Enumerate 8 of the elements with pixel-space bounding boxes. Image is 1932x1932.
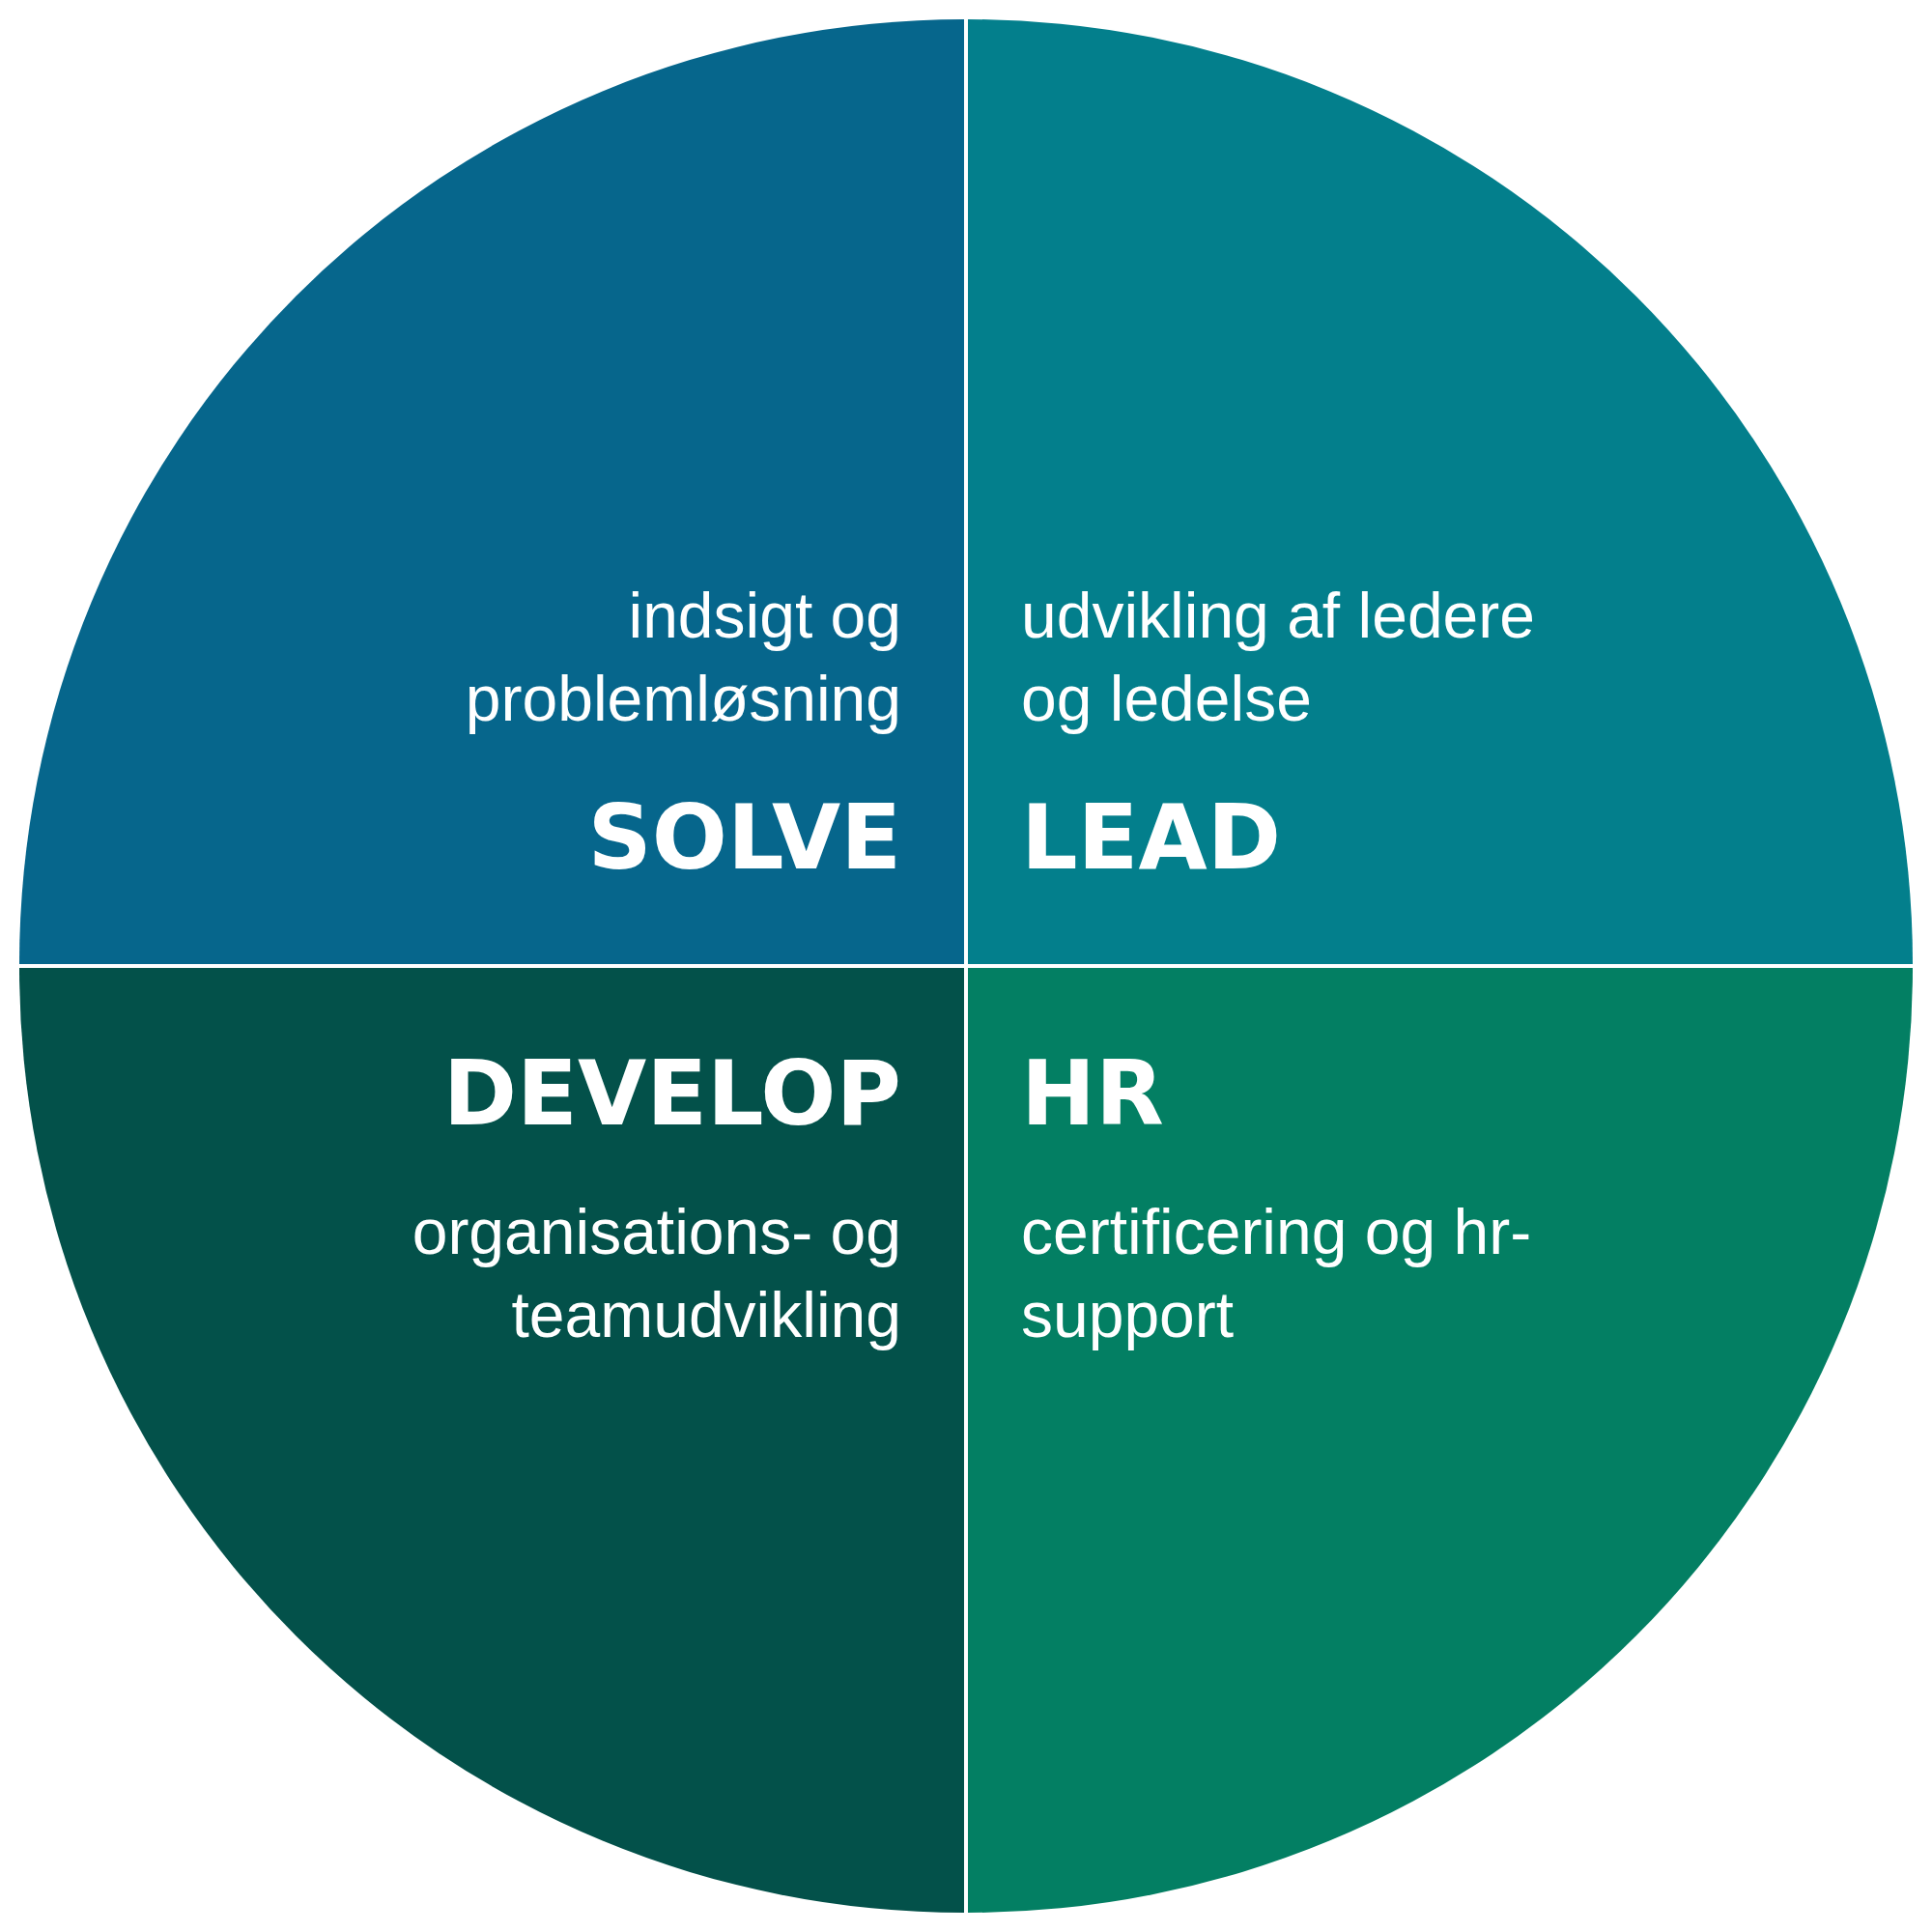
segment-description: organisations- og teamudvikling [411,1195,901,1352]
segment-description: certificering og hr-support [1021,1195,1533,1352]
segment-description: indsigt og problemløsning [464,579,901,736]
segment-heading: SOLVE [587,788,901,887]
segment-heading: LEAD [1021,788,1282,887]
segment-heading: HR [1021,1045,1164,1144]
segment-description: udvikling af ledere og ledelse [1021,579,1536,736]
segment-heading: DEVELOP [442,1045,901,1144]
